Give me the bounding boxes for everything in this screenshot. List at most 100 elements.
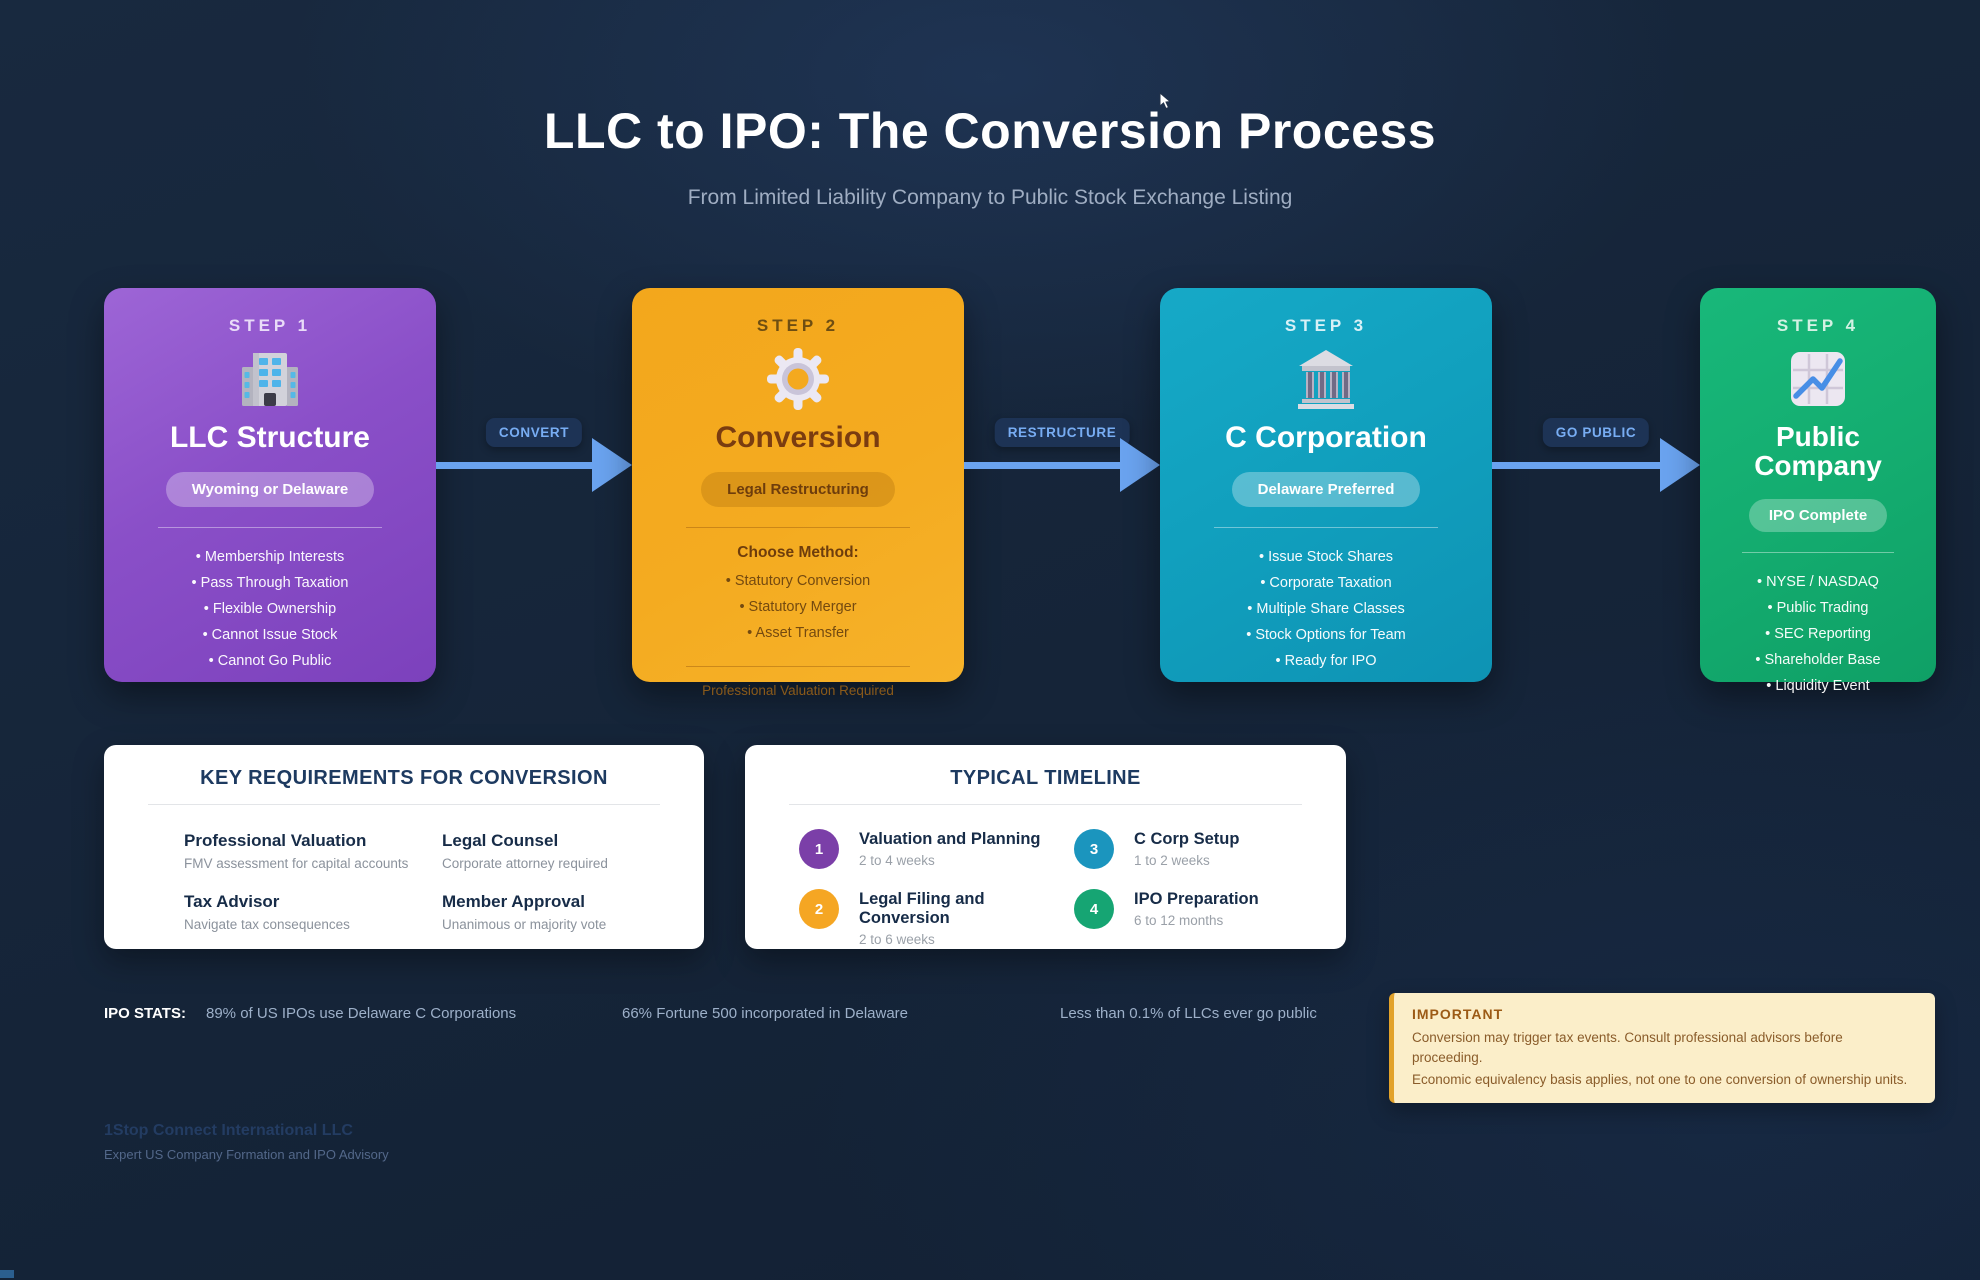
requirement-item: Professional Valuation FMV assessment fo… bbox=[184, 831, 442, 871]
bullet-item: Statutory Merger bbox=[650, 594, 946, 620]
bank-icon bbox=[1293, 346, 1359, 412]
ipo-stats-label: IPO STATS: bbox=[104, 1005, 186, 1022]
bullet-item: Issue Stock Shares bbox=[1178, 544, 1474, 570]
footer-watermark: 1Stop Connect International LLC Expert U… bbox=[104, 1122, 389, 1162]
arrow-head-icon bbox=[1660, 438, 1700, 492]
timeline-item-title: Legal Filing and Conversion bbox=[859, 890, 985, 927]
requirement-title: Legal Counsel bbox=[442, 831, 559, 850]
timeline-item-duration: 2 to 4 weeks bbox=[859, 853, 935, 868]
bullet-item: Statutory Conversion bbox=[650, 568, 946, 594]
arrow-line bbox=[964, 462, 1126, 469]
step-2-list-heading: Choose Method: bbox=[737, 543, 859, 561]
timeline-item-duration: 2 to 6 weeks bbox=[859, 932, 935, 947]
step-2-label: STEP 2 bbox=[756, 316, 840, 335]
requirements-grid: Professional Valuation FMV assessment fo… bbox=[184, 831, 676, 932]
arrow-go-public-label: GO PUBLIC bbox=[1542, 418, 1650, 447]
timeline-item-duration: 6 to 12 months bbox=[1134, 913, 1224, 928]
gear-icon bbox=[765, 346, 831, 412]
step-1-badge: Wyoming or Delaware bbox=[165, 471, 375, 507]
arrow-head-icon bbox=[1120, 438, 1160, 492]
step-4-label: STEP 4 bbox=[1776, 316, 1860, 335]
timeline-item: 2 Legal Filing and Conversion 2 to 6 wee… bbox=[799, 887, 1074, 947]
bullet-item: Shareholder Base bbox=[1718, 647, 1918, 673]
bullet-item: Cannot Issue Stock bbox=[122, 622, 418, 648]
page-subtitle: From Limited Liability Company to Public… bbox=[687, 186, 1293, 209]
requirement-title: Professional Valuation bbox=[184, 831, 367, 850]
timeline-step-number-badge: 3 bbox=[1074, 829, 1114, 869]
step-card-conversion: STEP 2 Conversion Legal Restructuri bbox=[632, 288, 964, 698]
important-title: IMPORTANT bbox=[1412, 1006, 1504, 1022]
ipo-stat-llc-public: Less than 0.1% of LLCs ever go public bbox=[1060, 1005, 1317, 1022]
divider bbox=[157, 526, 383, 528]
header: LLC to IPO: The Conversion Process From … bbox=[0, 102, 1980, 210]
requirement-desc: Corporate attorney required bbox=[442, 856, 608, 871]
timeline-step-number-badge: 2 bbox=[799, 889, 839, 929]
requirement-title: Tax Advisor bbox=[184, 892, 280, 911]
divider bbox=[1213, 526, 1439, 528]
requirement-desc: FMV assessment for capital accounts bbox=[184, 856, 409, 871]
requirement-item: Member Approval Unanimous or majority vo… bbox=[442, 892, 700, 932]
step-2-badge: Legal Restructuring bbox=[701, 471, 895, 507]
timeline-item: 4 IPO Preparation 6 to 12 months bbox=[1074, 887, 1349, 947]
requirement-desc: Unanimous or majority vote bbox=[442, 917, 607, 932]
important-line: Economic equivalency basis applies, not … bbox=[1412, 1072, 1908, 1088]
step-3-bullet-list: Issue Stock Shares Corporate Taxation Mu… bbox=[1178, 544, 1474, 674]
step-3-badge: Delaware Preferred bbox=[1231, 471, 1421, 507]
requirement-item: Legal Counsel Corporate attorney require… bbox=[442, 831, 700, 871]
timeline-item: 1 Valuation and Planning 2 to 4 weeks bbox=[799, 827, 1074, 869]
divider bbox=[789, 804, 1302, 805]
bullet-item: Public Trading bbox=[1718, 595, 1918, 621]
step-2-bullet-list: Statutory Conversion Statutory Merger As… bbox=[650, 568, 946, 646]
mouse-cursor-icon bbox=[1159, 92, 1172, 110]
company-tagline: Expert US Company Formation and IPO Advi… bbox=[104, 1147, 389, 1162]
step-1-title: LLC Structure bbox=[169, 421, 370, 454]
key-requirements-panel: KEY REQUIREMENTS FOR CONVERSION Professi… bbox=[104, 745, 704, 949]
timeline-item-title: IPO Preparation bbox=[1134, 890, 1259, 908]
bullet-item: Pass Through Taxation bbox=[122, 570, 418, 596]
bullet-item: SEC Reporting bbox=[1718, 621, 1918, 647]
timeline-item: 3 C Corp Setup 1 to 2 weeks bbox=[1074, 827, 1349, 869]
divider bbox=[685, 665, 911, 667]
step-4-title: Public Company bbox=[1754, 421, 1882, 482]
arrow-line bbox=[436, 462, 598, 469]
arrow-restructure-label: RESTRUCTURE bbox=[994, 418, 1130, 447]
bullet-item: Multiple Share Classes bbox=[1178, 596, 1474, 622]
step-2-footnote: Professional Valuation Required bbox=[702, 682, 894, 698]
company-name: 1Stop Connect International LLC bbox=[104, 1122, 353, 1139]
step-card-llc-structure: STEP 1 LLC Structur bbox=[104, 288, 436, 682]
bullet-item: Asset Transfer bbox=[650, 620, 946, 646]
step-card-c-corporation: STEP 3 C Corporation Delaw bbox=[1160, 288, 1492, 682]
step-2-title: Conversion bbox=[715, 421, 881, 454]
arrow-head-icon bbox=[592, 438, 632, 492]
timeline-item-duration: 1 to 2 weeks bbox=[1134, 853, 1210, 868]
divider bbox=[685, 526, 911, 528]
bullet-item: Membership Interests bbox=[122, 544, 418, 570]
timeline-item-title: C Corp Setup bbox=[1134, 830, 1240, 848]
bullet-item: Cannot Go Public bbox=[122, 648, 418, 674]
requirements-title: KEY REQUIREMENTS FOR CONVERSION bbox=[200, 767, 608, 789]
timeline-step-number-badge: 1 bbox=[799, 829, 839, 869]
requirement-desc: Navigate tax consequences bbox=[184, 917, 350, 932]
requirement-title: Member Approval bbox=[442, 892, 585, 911]
bullet-item: NYSE / NASDAQ bbox=[1718, 569, 1918, 595]
timeline-grid: 1 Valuation and Planning 2 to 4 weeks 3 … bbox=[799, 827, 1318, 947]
step-1-bullet-list: Membership Interests Pass Through Taxati… bbox=[122, 544, 418, 674]
timeline-panel: TYPICAL TIMELINE 1 Valuation and Plannin… bbox=[745, 745, 1346, 949]
ipo-stat-delaware-ccorp: 89% of US IPOs use Delaware C Corporatio… bbox=[206, 1005, 517, 1022]
step-4-bullet-list: NYSE / NASDAQ Public Trading SEC Reporti… bbox=[1718, 569, 1918, 699]
page-title: LLC to IPO: The Conversion Process bbox=[543, 103, 1437, 159]
bullet-item: Stock Options for Team bbox=[1178, 622, 1474, 648]
step-3-title: C Corporation bbox=[1225, 421, 1427, 454]
arrow-convert: CONVERT bbox=[436, 288, 632, 682]
step-3-label: STEP 3 bbox=[1284, 316, 1368, 335]
important-line: Conversion may trigger tax events. Consu… bbox=[1412, 1030, 1843, 1065]
chart-icon bbox=[1785, 346, 1851, 412]
bullet-item: Corporate Taxation bbox=[1178, 570, 1474, 596]
bullet-item: Liquidity Event bbox=[1718, 673, 1918, 699]
divider bbox=[148, 804, 660, 805]
step-card-public-company: STEP 4 Public Company IPO Complete NYSE … bbox=[1700, 288, 1936, 694]
ipo-stat-fortune500: 66% Fortune 500 incorporated in Delaware bbox=[622, 1005, 909, 1022]
requirement-item: Tax Advisor Navigate tax consequences bbox=[184, 892, 442, 932]
timeline-step-number-badge: 4 bbox=[1074, 889, 1114, 929]
